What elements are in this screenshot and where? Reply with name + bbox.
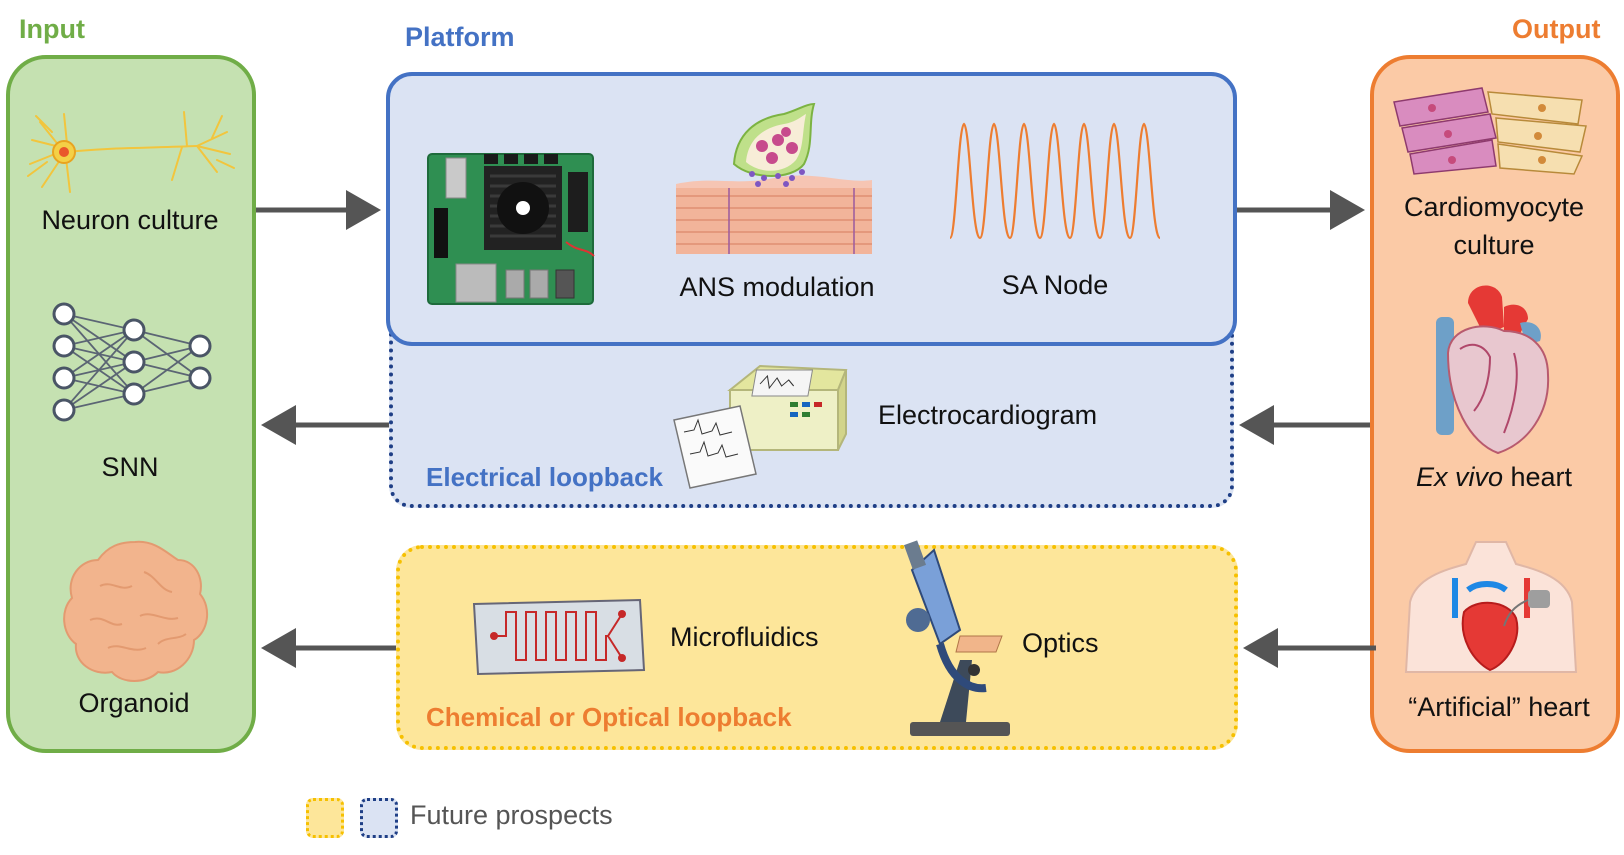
- snn-node: [122, 382, 146, 406]
- snn-node: [188, 366, 212, 390]
- platform-title: Platform: [405, 22, 515, 52]
- snn-node: [122, 318, 146, 342]
- snn-label: SNN: [101, 452, 159, 482]
- cardiomyocyte-label-line1: Cardiomyocyte: [1403, 192, 1585, 222]
- snn-network-icon: [52, 302, 212, 422]
- legend-label: Future prospects: [410, 800, 613, 830]
- snn-edge: [133, 345, 201, 395]
- snn-node: [122, 350, 146, 374]
- snn-node: [52, 366, 76, 390]
- snn-edge: [63, 393, 135, 411]
- ex-vivo-heart-icon: [1436, 285, 1550, 455]
- ex-vivo-heart-label: Ex vivo heart: [1374, 462, 1614, 493]
- input-title: Input: [19, 14, 85, 44]
- snn-node: [52, 302, 76, 326]
- snn-edge: [63, 329, 135, 379]
- electrical-loopback-title: Electrical loopback: [426, 462, 663, 492]
- cardiomyocyte-label-line2: culture: [1453, 230, 1535, 260]
- microfluidics-label: Microfluidics: [670, 622, 819, 652]
- ans-modulation-label: ANS modulation: [679, 272, 875, 302]
- snn-node: [188, 334, 212, 358]
- snn-node: [52, 334, 76, 358]
- output-title: Output: [1512, 14, 1601, 44]
- organoid-icon: [63, 540, 209, 682]
- snn-edge: [63, 329, 135, 411]
- neuron-culture-label: Neuron culture: [41, 205, 219, 235]
- microfluidics-chip-icon: [472, 598, 646, 676]
- electrocardiogram-machine-icon: [673, 364, 848, 489]
- microscope-icon: [903, 540, 1010, 736]
- electrocardiogram-label: Electrocardiogram: [878, 400, 1098, 430]
- artificial-heart-icon: [1404, 541, 1578, 673]
- legend-swatch-chemical: [306, 798, 344, 838]
- snn-edge: [63, 329, 135, 347]
- chemical-optical-loopback-title: Chemical or Optical loopback: [426, 702, 792, 732]
- snn-edge: [63, 313, 135, 331]
- sa-node-label: SA Node: [1001, 270, 1109, 300]
- cardiomyocyte-cells-icon: [1393, 87, 1587, 175]
- ans-modulation-icon: [676, 102, 872, 254]
- artificial-heart-label: “Artificial” heart: [1408, 692, 1590, 722]
- legend-swatch-electrical: [360, 798, 398, 838]
- organoid-label: Organoid: [78, 688, 190, 718]
- snn-edge: [63, 361, 135, 411]
- snn-node: [52, 398, 76, 422]
- sa-node-waveform-icon: [948, 122, 1162, 240]
- ex-vivo-italic: Ex vivo: [1415, 462, 1503, 492]
- ex-vivo-rest: heart: [1502, 462, 1573, 492]
- optics-label: Optics: [1022, 628, 1099, 658]
- fpga-board-icon: [427, 153, 595, 305]
- neuron-icon: [27, 111, 235, 193]
